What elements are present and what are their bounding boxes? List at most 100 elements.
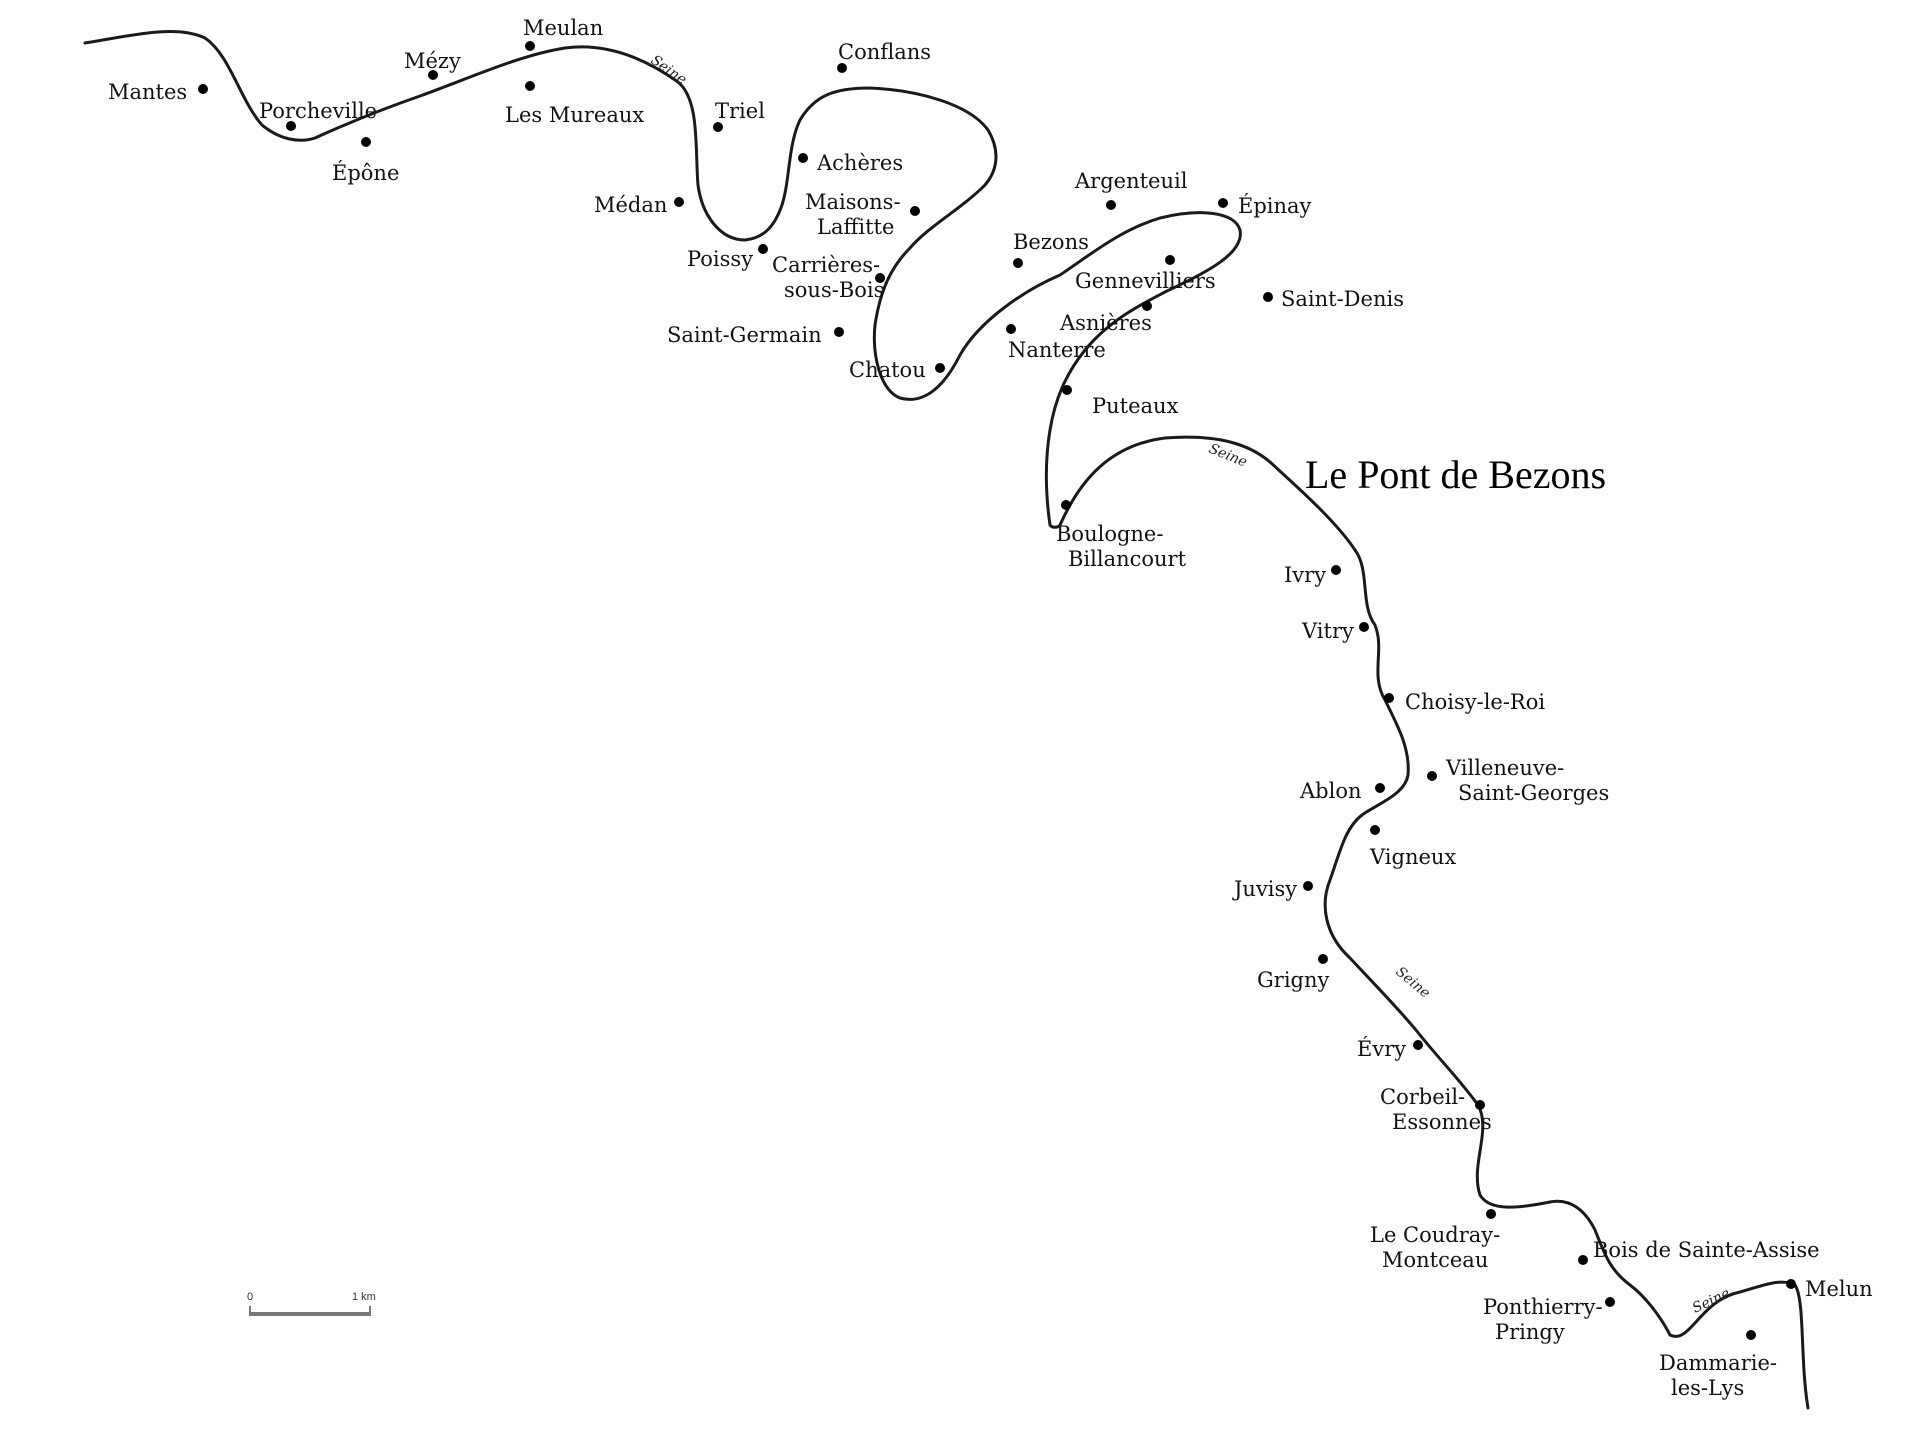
town-label-line: Conflans xyxy=(838,40,931,64)
town-label-line: Maisons- xyxy=(805,190,901,214)
town-label-le-coudray-montceau: Le Coudray-Montceau xyxy=(1370,1223,1500,1272)
town-marker-bezons xyxy=(1013,258,1023,268)
town-dammarie-les-lys: Dammarie-les-Lys xyxy=(1659,1330,1777,1400)
town-label-puteaux: Puteaux xyxy=(1092,394,1179,418)
map-title: Le Pont de Bezons xyxy=(1305,452,1606,497)
town-label-vigneux: Vigneux xyxy=(1369,845,1456,869)
town-marker-nanterre xyxy=(1006,324,1016,334)
town-marker-porcheville xyxy=(286,121,296,131)
town-label-line: Épône xyxy=(332,161,399,185)
town-grigny: Grigny xyxy=(1257,954,1329,992)
town-marker-maisons-laffitte xyxy=(910,206,920,216)
town-label-line: Saint-Georges xyxy=(1458,781,1609,805)
town-villeneuve-saint-georges: Villeneuve-Saint-Georges xyxy=(1427,756,1609,805)
town-marker-ablon xyxy=(1375,783,1385,793)
town-label-line: Poissy xyxy=(687,247,753,271)
town-medan: Médan xyxy=(594,193,684,217)
town-meulan: Meulan xyxy=(523,16,603,51)
town-corbeil-essonnes: Corbeil-Essonnes xyxy=(1380,1085,1492,1134)
town-label-vitry: Vitry xyxy=(1301,619,1354,643)
town-label-epinay: Épinay xyxy=(1238,194,1312,218)
town-bezons: Bezons xyxy=(1013,230,1089,268)
town-label-porcheville: Porcheville xyxy=(259,99,377,123)
town-marker-medan xyxy=(674,197,684,207)
town-label-chatou: Chatou xyxy=(849,358,926,382)
river-label-seine-1: Seine xyxy=(648,52,690,88)
town-label-dammarie-les-lys: Dammarie-les-Lys xyxy=(1659,1351,1777,1400)
town-label-saint-denis: Saint-Denis xyxy=(1281,287,1404,311)
town-label-villeneuve-saint-georges: Villeneuve-Saint-Georges xyxy=(1445,756,1609,805)
town-label-line: Laffitte xyxy=(817,215,894,239)
town-label-line: Triel xyxy=(715,99,765,123)
town-label-line: Montceau xyxy=(1382,1248,1488,1272)
town-marker-saint-denis xyxy=(1263,292,1273,302)
town-label-carrieres-sous-bois: Carrières-sous-Bois xyxy=(772,253,884,302)
town-label-les-mureaux: Les Mureaux xyxy=(505,103,644,127)
town-label-line: Asnières xyxy=(1059,311,1152,335)
town-label-mezy: Mézy xyxy=(404,49,461,73)
town-marker-corbeil-essonnes xyxy=(1475,1100,1485,1110)
town-ablon: Ablon xyxy=(1299,779,1385,803)
town-label-bezons: Bezons xyxy=(1013,230,1089,254)
town-label-line: Médan xyxy=(594,193,667,217)
town-label-line: Porcheville xyxy=(259,99,377,123)
town-marker-choisy-le-roi xyxy=(1384,693,1394,703)
town-label-line: Vigneux xyxy=(1369,845,1456,869)
town-choisy-le-roi: Choisy-le-Roi xyxy=(1384,690,1545,714)
town-bois-de-sainte-assise: Bois de Sainte-Assise xyxy=(1578,1238,1820,1265)
town-ponthierry-pringy: Ponthierry-Pringy xyxy=(1483,1295,1615,1344)
town-marker-boulogne-billancourt xyxy=(1061,500,1071,510)
town-marker-ponthierry-pringy xyxy=(1605,1297,1615,1307)
town-marker-poissy xyxy=(758,244,768,254)
town-marker-meulan xyxy=(525,41,535,51)
town-label-line: Mézy xyxy=(404,49,461,73)
town-marker-melun xyxy=(1786,1279,1796,1289)
town-marker-conflans xyxy=(837,63,847,73)
town-marker-carrieres-sous-bois xyxy=(875,273,885,283)
town-label-line: Juvisy xyxy=(1232,877,1297,901)
town-label-medan: Médan xyxy=(594,193,667,217)
town-label-mantes: Mantes xyxy=(108,80,187,104)
town-label-saint-germain: Saint-Germain xyxy=(667,323,822,347)
town-saint-denis: Saint-Denis xyxy=(1263,287,1404,311)
town-label-line: Achères xyxy=(816,151,903,175)
town-label-line: Mantes xyxy=(108,80,187,104)
town-triel: Triel xyxy=(713,99,765,132)
town-label-line: sous-Bois xyxy=(784,278,884,302)
town-acheres: Achères xyxy=(798,151,903,175)
town-label-line: Argenteuil xyxy=(1074,169,1188,193)
town-marker-le-coudray-montceau xyxy=(1486,1209,1496,1219)
scale-zero-label: 0 xyxy=(247,1291,253,1303)
town-le-coudray-montceau: Le Coudray-Montceau xyxy=(1370,1209,1500,1272)
town-label-line: Bezons xyxy=(1013,230,1089,254)
river-label-seine-3: Seine xyxy=(1392,964,1433,1002)
town-label-nanterre: Nanterre xyxy=(1008,338,1106,362)
town-label-line: Ivry xyxy=(1284,563,1326,587)
town-vitry: Vitry xyxy=(1301,619,1369,643)
town-chatou: Chatou xyxy=(849,358,945,382)
town-marker-mantes xyxy=(198,84,208,94)
town-label-line: Gennevilliers xyxy=(1075,269,1216,293)
town-nanterre: Nanterre xyxy=(1006,324,1106,362)
town-label-meulan: Meulan xyxy=(523,16,603,40)
town-label-poissy: Poissy xyxy=(687,247,753,271)
town-label-line: Ablon xyxy=(1299,779,1362,803)
town-label-line: les-Lys xyxy=(1671,1376,1744,1400)
town-marker-bois-de-sainte-assise xyxy=(1578,1255,1588,1265)
town-marker-les-mureaux xyxy=(525,81,535,91)
town-label-line: Grigny xyxy=(1257,968,1329,992)
town-marker-saint-germain xyxy=(834,327,844,337)
town-label-maisons-laffitte: Maisons-Laffitte xyxy=(805,190,901,239)
town-label-corbeil-essonnes: Corbeil-Essonnes xyxy=(1380,1085,1492,1134)
town-label-line: Saint-Denis xyxy=(1281,287,1404,311)
town-marker-epinay xyxy=(1218,198,1228,208)
town-label-line: Ponthierry- xyxy=(1483,1295,1603,1319)
town-label-line: Corbeil- xyxy=(1380,1085,1465,1109)
town-marker-grigny xyxy=(1318,954,1328,964)
town-label-line: Vitry xyxy=(1301,619,1354,643)
town-label-asnieres: Asnières xyxy=(1059,311,1152,335)
town-marker-asnieres xyxy=(1142,301,1152,311)
town-mezy: Mézy xyxy=(404,49,461,80)
town-label-gennevilliers: Gennevilliers xyxy=(1075,269,1216,293)
